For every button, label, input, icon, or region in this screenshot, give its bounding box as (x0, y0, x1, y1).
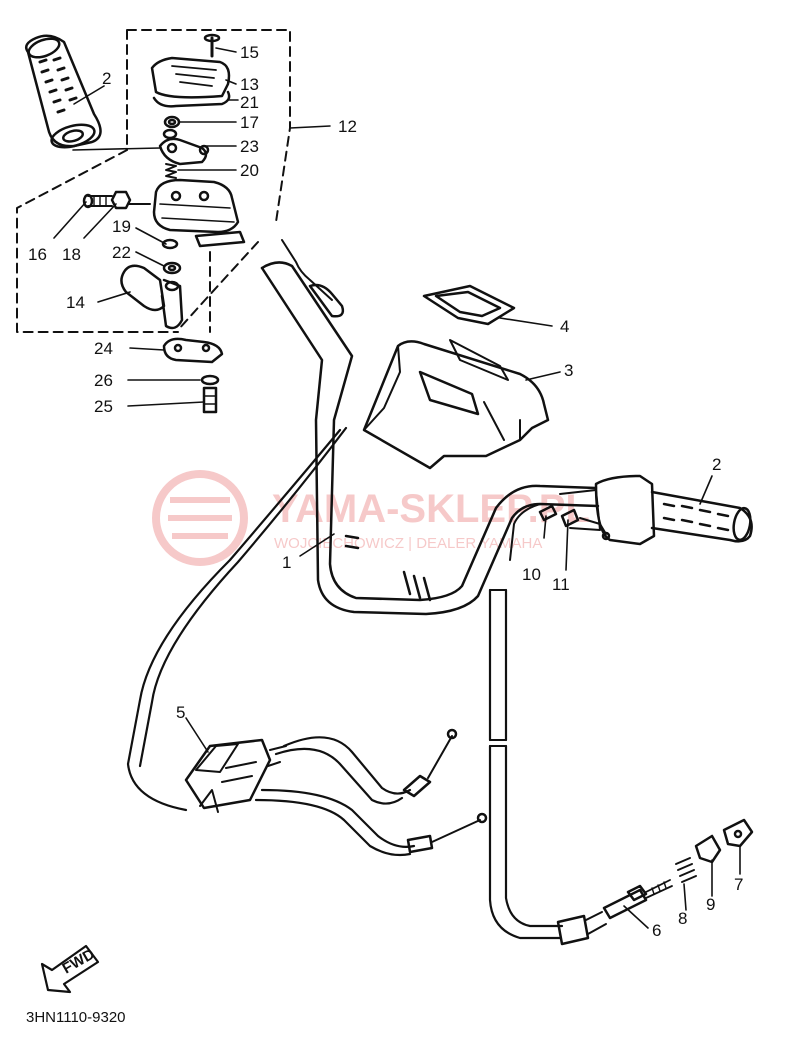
label-3: 3 (564, 361, 573, 380)
screw-11 (560, 508, 611, 541)
clamp-24 (162, 337, 224, 364)
watermark-title: YAMA-SKLEP.PL (272, 487, 590, 531)
washer-19 (161, 238, 179, 250)
nut-18 (110, 190, 132, 210)
right-grip (559, 474, 753, 546)
label-8: 8 (678, 909, 687, 928)
label-2-left: 2 (102, 69, 111, 88)
label-7: 7 (734, 875, 743, 894)
watermark-logo-icon (152, 470, 248, 566)
label-18: 18 (62, 245, 81, 264)
label-19: 19 (112, 217, 131, 236)
label-4: 4 (560, 317, 569, 336)
spring-8 (675, 857, 697, 883)
throttle-cable (126, 239, 348, 812)
switch-assembly-box (16, 29, 291, 333)
washer-17 (163, 115, 181, 129)
label-5: 5 (176, 703, 185, 722)
handlebar-cover-3 (362, 339, 550, 470)
left-grip (25, 34, 161, 151)
label-6: 6 (652, 921, 661, 940)
right-cable (488, 503, 607, 946)
screw-16 (82, 193, 113, 209)
switch-cover (150, 33, 231, 108)
adjuster-6 (602, 879, 673, 920)
label-16: 16 (28, 245, 47, 264)
label-17: 17 (240, 113, 259, 132)
washer-26 (200, 374, 220, 386)
handlebar-1 (260, 261, 600, 616)
throttle-lever-14 (120, 264, 184, 330)
screw-10 (538, 504, 558, 522)
part-labels: 2 15 13 21 17 12 23 20 19 22 16 18 14 24… (28, 43, 743, 940)
switch-housing (127, 178, 246, 248)
label-9: 9 (706, 895, 715, 914)
washer-22 (162, 261, 182, 275)
fwd-arrow-icon (40, 944, 100, 994)
label-2-right: 2 (712, 455, 721, 474)
label-13: 13 (240, 75, 259, 94)
label-12: 12 (338, 117, 357, 136)
label-26: 26 (94, 371, 113, 390)
label-10: 10 (522, 565, 541, 584)
watermark: YAMA-SKLEP.PL WOJCIECHOWICZ | DEALER YAM… (152, 470, 590, 566)
watermark-logo-lines (168, 497, 232, 539)
watermark-subtitle: WOJCIECHOWICZ | DEALER YAMAHA (274, 535, 542, 552)
label-14: 14 (66, 293, 85, 312)
meter-bezel-4 (422, 284, 516, 326)
label-22: 22 (112, 243, 131, 262)
clip-9 (694, 834, 722, 864)
label-21: 21 (240, 93, 259, 112)
label-15: 15 (240, 43, 259, 62)
label-11: 11 (552, 575, 570, 594)
label-1: 1 (282, 553, 291, 572)
label-23: 23 (240, 137, 259, 156)
dashed-link (177, 241, 259, 331)
label-24: 24 (94, 339, 113, 358)
label-20: 20 (240, 161, 259, 180)
document-code: 3HN1110-9320 (26, 1009, 126, 1026)
label-25: 25 (94, 397, 113, 416)
holder-7 (722, 818, 754, 848)
bolt-25 (202, 386, 218, 414)
lever-23 (158, 128, 210, 166)
branch-cables (254, 728, 488, 857)
spring-20 (165, 163, 177, 179)
leader-lines (53, 47, 741, 929)
